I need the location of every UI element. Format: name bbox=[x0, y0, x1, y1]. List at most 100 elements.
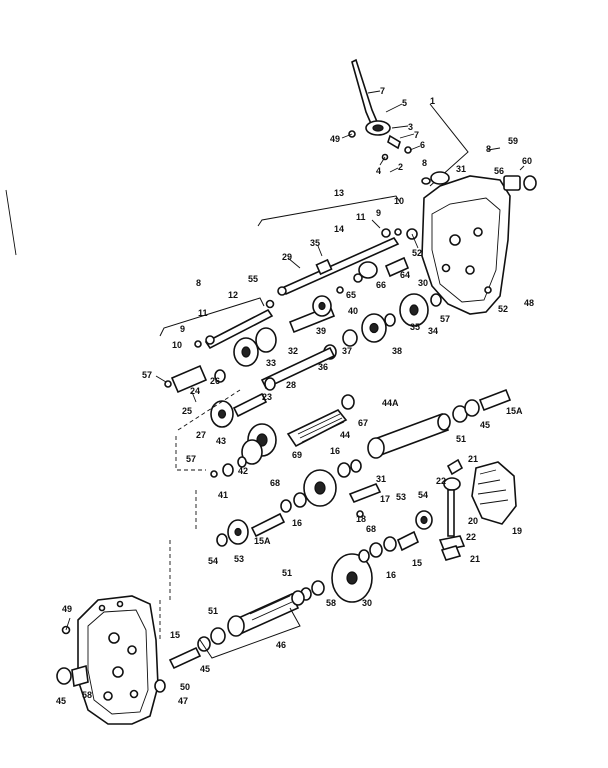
shift-fork-parts bbox=[348, 482, 433, 530]
callout-56: 56 bbox=[494, 166, 504, 176]
callout-48: 48 bbox=[524, 298, 534, 308]
callout-23: 23 bbox=[262, 392, 272, 402]
callout-16: 16 bbox=[292, 518, 302, 528]
callout-5: 5 bbox=[402, 98, 407, 108]
splined-shaft-44 bbox=[241, 394, 355, 465]
callout-33: 33 bbox=[266, 358, 276, 368]
main-housing-left bbox=[56, 595, 166, 725]
callout-24: 24 bbox=[190, 386, 200, 396]
callout-20: 20 bbox=[468, 516, 478, 526]
callout-44a: 44A bbox=[382, 398, 399, 408]
lower-left-gear bbox=[216, 512, 286, 547]
callout-16: 16 bbox=[330, 446, 340, 456]
callout-7: 7 bbox=[380, 86, 385, 96]
callout-60: 60 bbox=[522, 156, 532, 166]
shift-lever-assembly bbox=[341, 58, 469, 187]
callout-65: 65 bbox=[346, 290, 356, 300]
callout-21: 21 bbox=[470, 554, 480, 564]
callout-28: 28 bbox=[286, 380, 296, 390]
callout-69: 69 bbox=[292, 450, 302, 460]
callout-39: 39 bbox=[316, 326, 326, 336]
callout-26: 26 bbox=[210, 376, 220, 386]
callout-43: 43 bbox=[216, 436, 226, 446]
callout-35: 35 bbox=[310, 238, 320, 248]
callout-8: 8 bbox=[422, 158, 427, 168]
callout-54: 54 bbox=[208, 556, 218, 566]
callout-66: 66 bbox=[376, 280, 386, 290]
callout-67: 67 bbox=[358, 418, 368, 428]
callout-57: 57 bbox=[440, 314, 450, 324]
callout-68: 68 bbox=[270, 478, 280, 488]
callout-45: 45 bbox=[56, 696, 66, 706]
callout-8: 8 bbox=[196, 278, 201, 288]
callout-30: 30 bbox=[362, 598, 372, 608]
callout-50: 50 bbox=[180, 682, 190, 692]
callout-25: 25 bbox=[182, 406, 192, 416]
lower-shaft-46 bbox=[168, 590, 305, 670]
callout-57: 57 bbox=[186, 454, 196, 464]
callout-32: 32 bbox=[288, 346, 298, 356]
callout-22: 22 bbox=[466, 532, 476, 542]
callout-58: 58 bbox=[326, 598, 336, 608]
callout-57: 57 bbox=[142, 370, 152, 380]
callout-labels: 1 7 5 3 7 6 49 2 4 8 31 59 8 60 56 13 10… bbox=[56, 86, 534, 706]
callout-54: 54 bbox=[418, 490, 428, 500]
callout-15a: 15A bbox=[506, 406, 523, 416]
callout-7: 7 bbox=[414, 130, 419, 140]
callout-55: 55 bbox=[248, 274, 258, 284]
lower-gear-30 bbox=[300, 530, 420, 603]
callout-19: 19 bbox=[512, 526, 522, 536]
callout-37: 37 bbox=[342, 346, 352, 356]
callout-51: 51 bbox=[456, 434, 466, 444]
callout-46: 46 bbox=[276, 640, 286, 650]
callout-21: 21 bbox=[468, 454, 478, 464]
callout-40: 40 bbox=[348, 306, 358, 316]
callout-38: 38 bbox=[392, 346, 402, 356]
callout-30: 30 bbox=[418, 278, 428, 288]
long-shaft-44a bbox=[367, 388, 512, 459]
housing-cover-right bbox=[406, 147, 537, 315]
callout-16: 16 bbox=[386, 570, 396, 580]
callout-8: 8 bbox=[486, 144, 491, 154]
callout-11: 11 bbox=[356, 212, 366, 222]
callout-51: 51 bbox=[282, 568, 292, 578]
callout-31: 31 bbox=[456, 164, 466, 174]
callout-11: 11 bbox=[198, 308, 208, 318]
callout-58: 58 bbox=[82, 690, 92, 700]
gear-69-stack bbox=[210, 456, 362, 513]
callout-17: 17 bbox=[380, 494, 390, 504]
callout-4: 4 bbox=[376, 166, 381, 176]
alignment-lines bbox=[159, 389, 241, 640]
callout-42: 42 bbox=[238, 466, 248, 476]
callout-22: 22 bbox=[436, 476, 446, 486]
middle-gear-shaft bbox=[260, 293, 442, 391]
callout-9: 9 bbox=[376, 208, 381, 218]
callout-49: 49 bbox=[330, 134, 340, 144]
shift-rod-group bbox=[257, 195, 410, 296]
callout-45: 45 bbox=[480, 420, 490, 430]
callout-35: 35 bbox=[410, 322, 420, 332]
callout-34: 34 bbox=[428, 326, 438, 336]
callout-1: 1 bbox=[430, 96, 435, 106]
callout-12: 12 bbox=[228, 290, 238, 300]
callout-51: 51 bbox=[208, 606, 218, 616]
callout-36: 36 bbox=[318, 362, 328, 372]
callout-15: 15 bbox=[170, 630, 180, 640]
callout-68: 68 bbox=[366, 524, 376, 534]
callout-29: 29 bbox=[282, 252, 292, 262]
callout-10: 10 bbox=[394, 196, 404, 206]
callout-2: 2 bbox=[398, 162, 403, 172]
callout-52: 52 bbox=[498, 304, 508, 314]
callout-47: 47 bbox=[178, 696, 188, 706]
callout-10: 10 bbox=[172, 340, 182, 350]
callout-53: 53 bbox=[396, 492, 406, 502]
callout-31: 31 bbox=[376, 474, 386, 484]
callout-41: 41 bbox=[218, 490, 228, 500]
upper-shaft-group bbox=[159, 295, 336, 367]
callout-49: 49 bbox=[62, 604, 72, 614]
callout-15a: 15A bbox=[254, 536, 271, 546]
scan-mark bbox=[5, 189, 17, 256]
callout-6: 6 bbox=[420, 140, 425, 150]
callout-52: 52 bbox=[412, 248, 422, 258]
